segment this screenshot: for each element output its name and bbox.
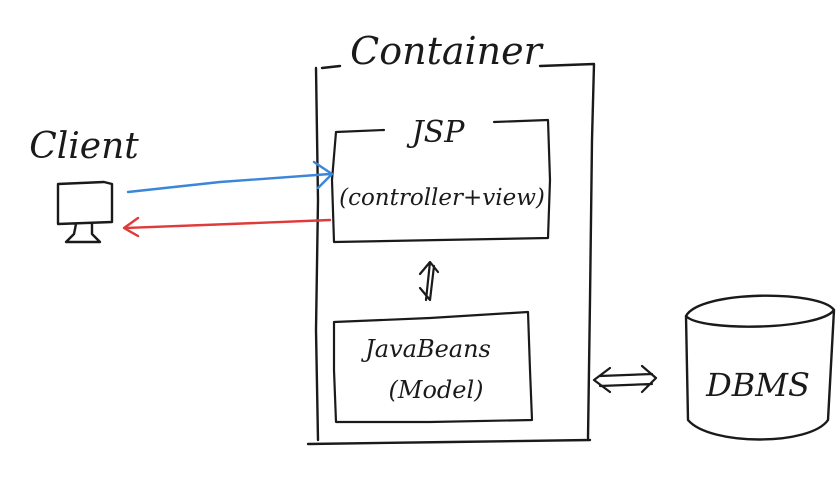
database-cylinder-icon [684,294,836,441]
computer-monitor-icon [56,180,114,244]
container-label: Container [350,29,544,73]
jsp-label: JSP [406,115,466,150]
javabeans-label: JavaBeans [360,335,491,363]
client-label: Client [29,126,139,167]
request-arrow [126,160,334,194]
dbms-label: DBMS [705,366,810,404]
javabeans-box [332,310,534,424]
response-arrow [122,216,332,238]
container-box [306,62,596,446]
javabeans-role-label: (Model) [389,376,484,404]
jsp-beans-double-arrow [418,260,440,302]
jsp-box [330,118,552,244]
beans-dbms-double-arrow [592,364,658,394]
jsp-role-label: (controller+view) [339,185,545,211]
